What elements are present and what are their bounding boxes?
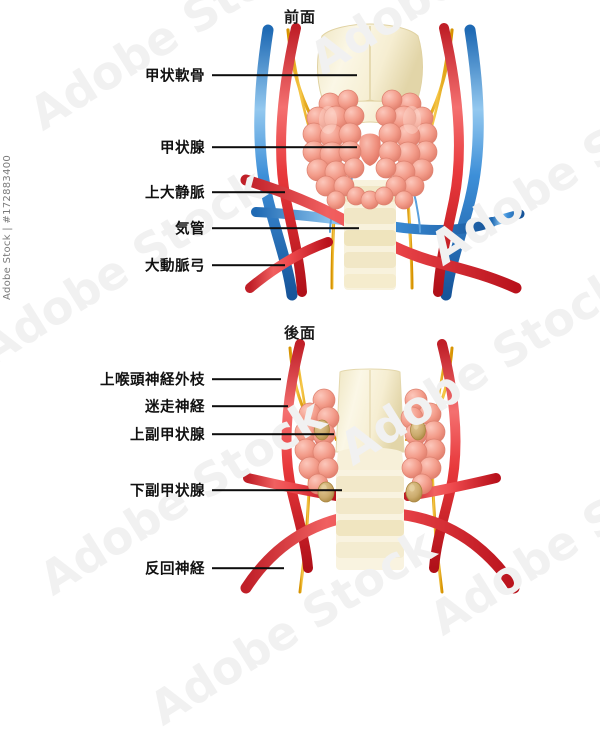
anatomy-illustration <box>240 23 525 594</box>
leader-line-thyroid-cartilage <box>212 74 357 76</box>
superior-parathyroid-right <box>410 419 426 441</box>
leader-line-vagus-nerve <box>212 405 288 407</box>
label-aortic-arch: 大動脈弓 <box>145 258 205 275</box>
leader-line-trachea <box>212 227 359 229</box>
leader-line-recurrent-laryngeal-nerve <box>212 567 284 569</box>
label-thyroid-gland: 甲状腺 <box>160 140 205 157</box>
leader-line-inferior-parathyroid <box>212 489 342 491</box>
label-recurrent-laryngeal-nerve: 反回神経 <box>145 561 205 578</box>
label-vagus-nerve: 迷走神経 <box>145 399 205 416</box>
label-thyroid-cartilage: 甲状軟骨 <box>145 68 205 85</box>
label-trachea: 気管 <box>175 221 205 238</box>
trachea-posterior-shape <box>335 368 405 570</box>
label-inferior-parathyroid: 下副甲状腺 <box>130 483 205 500</box>
inferior-parathyroid-left <box>317 481 335 503</box>
leader-line-external-branch-superior-laryngeal-nerve <box>212 378 281 380</box>
label-superior-vena-cava: 上大静脈 <box>145 185 205 202</box>
posterior-anatomy <box>240 339 520 594</box>
superior-parathyroid-left <box>314 419 330 441</box>
leader-line-superior-parathyroid <box>212 433 334 435</box>
section-title-anterior: 前面 <box>283 8 316 26</box>
section-title-posterior: 後面 <box>283 324 316 342</box>
label-external-branch-superior-laryngeal-nerve: 上喉頭神経外枝 <box>100 372 205 389</box>
leader-line-superior-vena-cava <box>212 191 285 193</box>
label-superior-parathyroid: 上副甲状腺 <box>130 427 205 444</box>
leader-line-aortic-arch <box>212 264 285 266</box>
anterior-anatomy <box>240 23 525 301</box>
inferior-parathyroid-right <box>405 481 423 503</box>
leader-line-thyroid-gland <box>212 146 357 148</box>
